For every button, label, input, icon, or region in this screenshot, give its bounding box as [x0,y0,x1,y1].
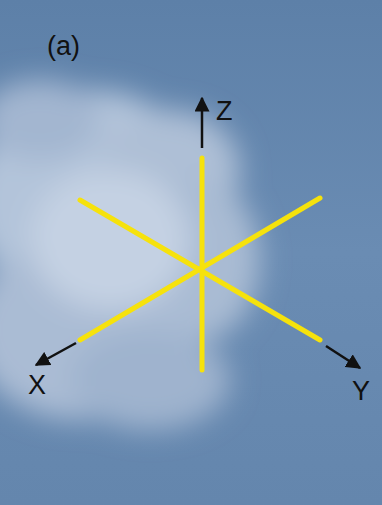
axis-label: Y [352,378,370,405]
axis-arrows [36,98,360,368]
axis-cross [80,158,320,370]
panel-letter: (a) [47,33,80,60]
axis-label: X [28,372,46,399]
axis-label: Z [216,98,233,125]
